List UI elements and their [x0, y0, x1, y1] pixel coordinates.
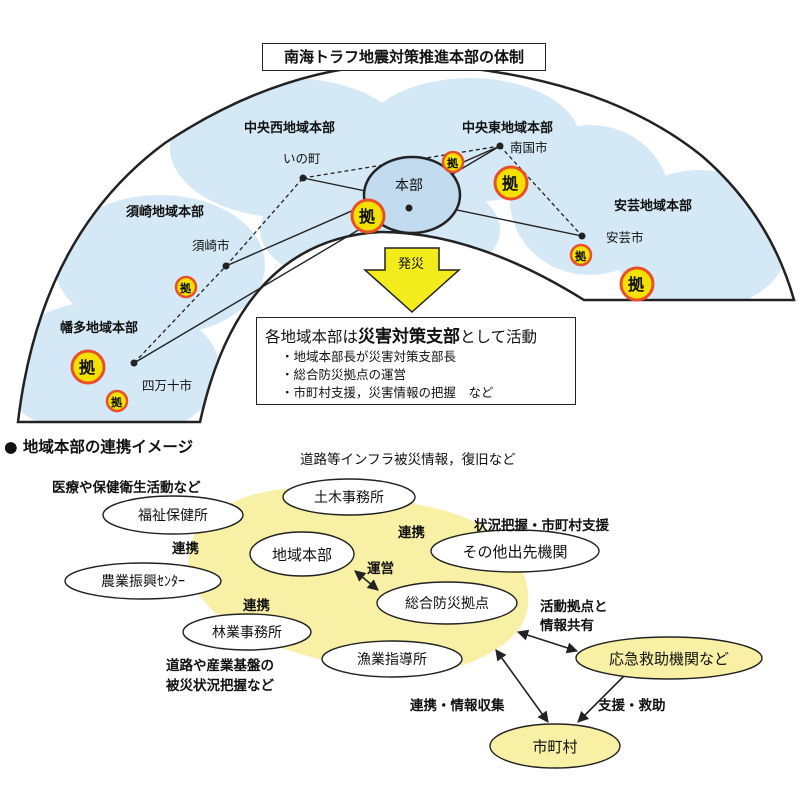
- disaster-arrow: 発災: [363, 247, 461, 314]
- node-gyogyo: [321, 640, 463, 678]
- node-sogo: [376, 581, 518, 625]
- region-chuo-nishi: 中央西地域本部: [244, 120, 335, 136]
- svg-text:拠: 拠: [502, 174, 519, 193]
- node-chiiki-honbu: [249, 531, 355, 577]
- svg-text:拠: 拠: [79, 358, 96, 377]
- svg-text:拠: 拠: [575, 249, 587, 263]
- label-renkei-left: 連携: [172, 540, 199, 557]
- label-doro-sangyo-2: 被災状況把握など: [166, 677, 274, 694]
- label-iryo: 医療や保健衛生活動など: [52, 479, 201, 496]
- info-box-emphasis: 災害対策支部: [358, 327, 461, 347]
- node-kyukyu-label: 応急救助機関など: [609, 650, 729, 668]
- node-chiiki-honbu-label: 地域本部: [272, 546, 332, 564]
- label-doro-infra: 道路等インフラ被災情報，復旧など: [300, 451, 516, 468]
- kyoten-badge: 拠: [70, 349, 106, 385]
- node-nogyo-label: 農業振興ｾﾝﾀｰ: [101, 574, 185, 590]
- honbu-point: [405, 204, 413, 212]
- svg-text:拠: 拠: [628, 275, 645, 294]
- info-box-heading: 各地域本部は災害対策支部として活動: [265, 327, 538, 347]
- node-fukushi-label: 福祉保健所: [138, 508, 208, 524]
- label-joukyo: 状況把握・市町村支援: [474, 517, 609, 534]
- city-susaki: 須崎市: [192, 238, 230, 253]
- node-fukushi: [102, 495, 244, 535]
- kyoten-badge: 拠: [493, 165, 529, 201]
- city-aki: 安芸市: [606, 230, 644, 245]
- node-ringyo-label: 林業事務所: [212, 625, 282, 641]
- city-shimanto: 四万十市: [142, 378, 192, 393]
- kyoten-badge: 拠: [619, 266, 655, 302]
- node-doboku-label: 土木事務所: [314, 490, 384, 506]
- info-box: 各地域本部は災害対策支部として活動 ・地域本部長が災害対策支部長 ・総合防災拠点…: [256, 317, 576, 405]
- node-nogyo: [64, 562, 222, 600]
- svg-text:拠: 拠: [180, 281, 192, 295]
- region-chuo-higashi: 中央東地域本部: [462, 120, 553, 136]
- kyoten-badge-small: 拠: [569, 243, 593, 267]
- node-sonota-label: その他出先機関: [462, 543, 567, 561]
- node-ringyo: [182, 613, 312, 651]
- node-gyogyo-label: 漁業指導所: [357, 652, 427, 668]
- node-doboku: [282, 478, 416, 516]
- region-susaki: 須崎地域本部: [125, 204, 204, 220]
- node-kyukyu: [575, 636, 763, 680]
- svg-text:拠: 拠: [359, 207, 376, 226]
- info-box-item: ・市町村支援，災害情報の把握 など: [281, 385, 494, 400]
- label-doro-sangyo-1: 道路や産業基盤の: [166, 657, 274, 674]
- kyoten-badge-small: 拠: [441, 150, 465, 174]
- label-katsudo-2: 情報共有: [540, 617, 594, 634]
- city-nankoku: 南国市: [510, 140, 548, 155]
- label-katsudo-1: 活動拠点と: [540, 598, 608, 615]
- region-hata: 幡多地域本部: [60, 320, 138, 336]
- node-shichoson: [489, 723, 621, 769]
- svg-text:拠: 拠: [447, 156, 459, 170]
- label-shien: 支援・救助: [597, 697, 666, 714]
- diagram-title: 南海トラフ地震対策推進本部の体制: [262, 43, 546, 71]
- info-box-item: ・地域本部長が災害対策支部長: [281, 349, 457, 364]
- disaster-arrow-label: 発災: [398, 257, 424, 272]
- honbu-label: 本部: [395, 178, 423, 194]
- label-renkei-top: 連携: [398, 524, 425, 541]
- honbu-ellipse: [362, 155, 462, 235]
- kyoten-badge-small: 拠: [174, 275, 198, 299]
- city-points: [130, 142, 586, 367]
- city-ino: いの町: [283, 151, 321, 166]
- kyoten-badge: 拠: [350, 198, 386, 234]
- label-renkei-bottom: 連携: [243, 597, 270, 614]
- label-unei: 運営: [367, 560, 394, 577]
- node-sonota: [430, 529, 600, 573]
- node-shichoson-label: 市町村: [532, 738, 577, 756]
- region-aki: 安芸地域本部: [614, 198, 692, 214]
- label-renkei-joho: 連携・情報収集: [410, 697, 505, 714]
- node-sogo-label: 総合防災拠点: [405, 596, 489, 612]
- section-heading: ● 地域本部の連携イメージ: [4, 438, 194, 456]
- kyoten-badge-small: 拠: [105, 389, 129, 413]
- relation-arrows: [354, 570, 627, 723]
- svg-text:拠: 拠: [111, 395, 123, 409]
- info-box-item: ・総合防災拠点の運営: [281, 367, 407, 382]
